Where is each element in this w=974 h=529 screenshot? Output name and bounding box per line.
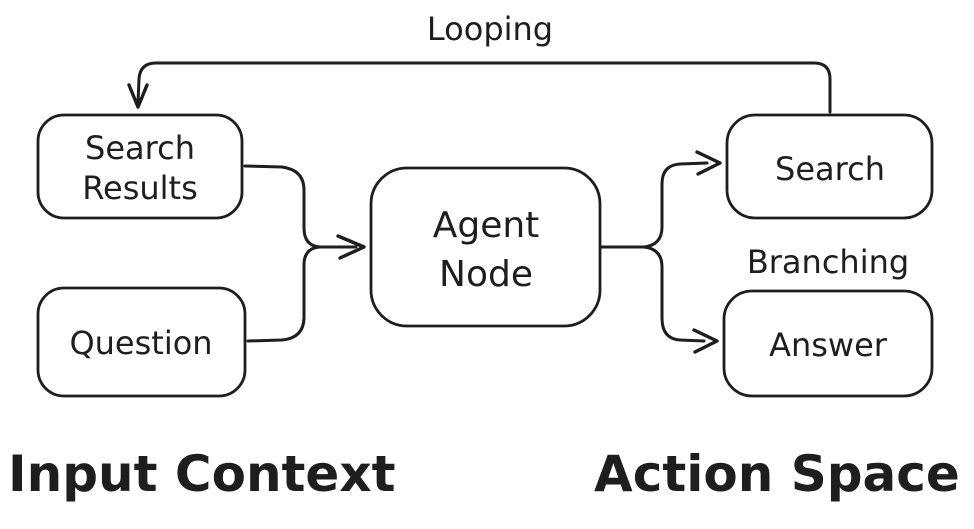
answer-arrowhead-icon	[692, 328, 719, 354]
agent-node-input-arrowhead-icon	[336, 234, 366, 260]
agent-node	[369, 166, 602, 328]
action-space-label: Action Space	[594, 445, 960, 503]
edge-search-results-to-agent-node	[243, 164, 358, 249]
search-arrowhead-icon	[695, 150, 722, 176]
answer-label: Answer	[769, 326, 888, 364]
edge-agent-node-to-answer	[642, 245, 706, 343]
edge-question-to-agent-node	[246, 245, 322, 343]
question-node	[36, 286, 247, 398]
agent-node-label-line1: Agent	[433, 205, 540, 246]
search-results-label-line2: Results	[82, 169, 198, 207]
search-label: Search	[775, 150, 885, 188]
search-node	[725, 113, 934, 220]
edge-loop-search-to-search-results	[136, 61, 832, 114]
looping-label: Looping	[427, 10, 553, 48]
question-label: Question	[69, 324, 212, 362]
branching-label: Branching	[747, 243, 909, 281]
input-context-label: Input Context	[8, 445, 396, 503]
search-results-node	[36, 113, 244, 220]
edge-agent-node-to-search	[642, 161, 709, 249]
agent-node-label-line2: Node	[439, 254, 533, 295]
answer-node	[722, 289, 934, 398]
loop-arrowhead-icon	[127, 83, 149, 109]
search-results-label-line1: Search	[85, 129, 195, 167]
